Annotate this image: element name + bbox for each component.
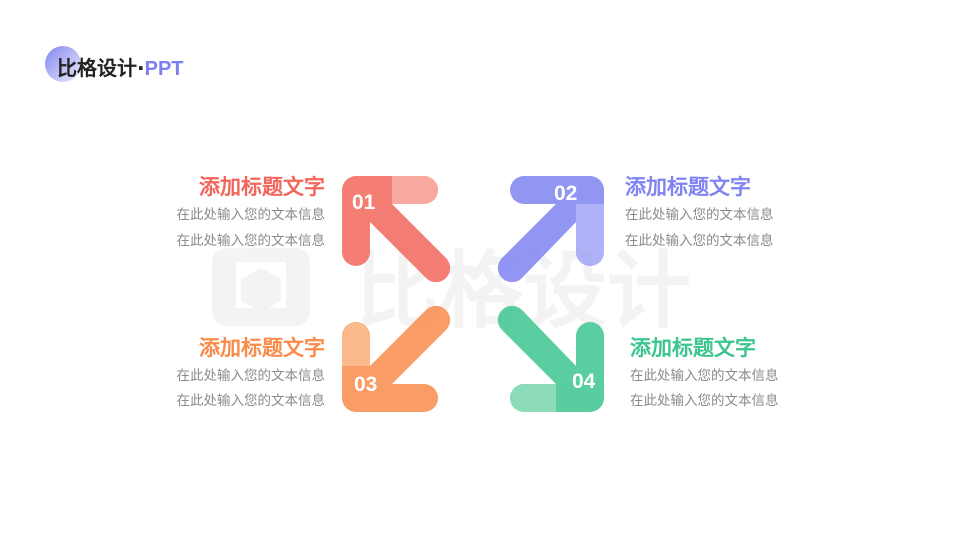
item-title-02: 添加标题文字 bbox=[625, 175, 751, 199]
item-title-03: 添加标题文字 bbox=[199, 336, 325, 360]
arrow-04 bbox=[497, 305, 604, 412]
item-desc-03-line2: 在此处输入您的文本信息 bbox=[176, 393, 326, 409]
arrow-02 bbox=[497, 176, 604, 283]
item-number-02: 02 bbox=[554, 182, 578, 205]
brand-title: 比格设计·PPT bbox=[57, 56, 184, 81]
item-desc-03-line1: 在此处输入您的文本信息 bbox=[176, 368, 326, 384]
item-desc-02-line1: 在此处输入您的文本信息 bbox=[625, 207, 774, 223]
item-number-03: 03 bbox=[354, 373, 378, 396]
item-desc-04-line1: 在此处输入您的文本信息 bbox=[630, 368, 779, 384]
item-title-04: 添加标题文字 bbox=[630, 336, 756, 360]
item-desc-02-line2: 在此处输入您的文本信息 bbox=[625, 233, 774, 249]
arrow-03 bbox=[342, 305, 451, 412]
item-number-04: 04 bbox=[572, 370, 596, 393]
item-desc-01-line1: 在此处输入您的文本信息 bbox=[176, 207, 326, 223]
item-desc-01-line2: 在此处输入您的文本信息 bbox=[176, 233, 326, 249]
arrow-01 bbox=[342, 176, 451, 283]
logo-circle bbox=[45, 46, 81, 82]
item-title-01: 添加标题文字 bbox=[199, 175, 325, 199]
item-desc-04-line2: 在此处输入您的文本信息 bbox=[630, 393, 779, 409]
item-number-01: 01 bbox=[352, 191, 376, 214]
brand-name: 比格设计· bbox=[57, 56, 145, 80]
brand-suffix: PPT bbox=[144, 58, 184, 80]
